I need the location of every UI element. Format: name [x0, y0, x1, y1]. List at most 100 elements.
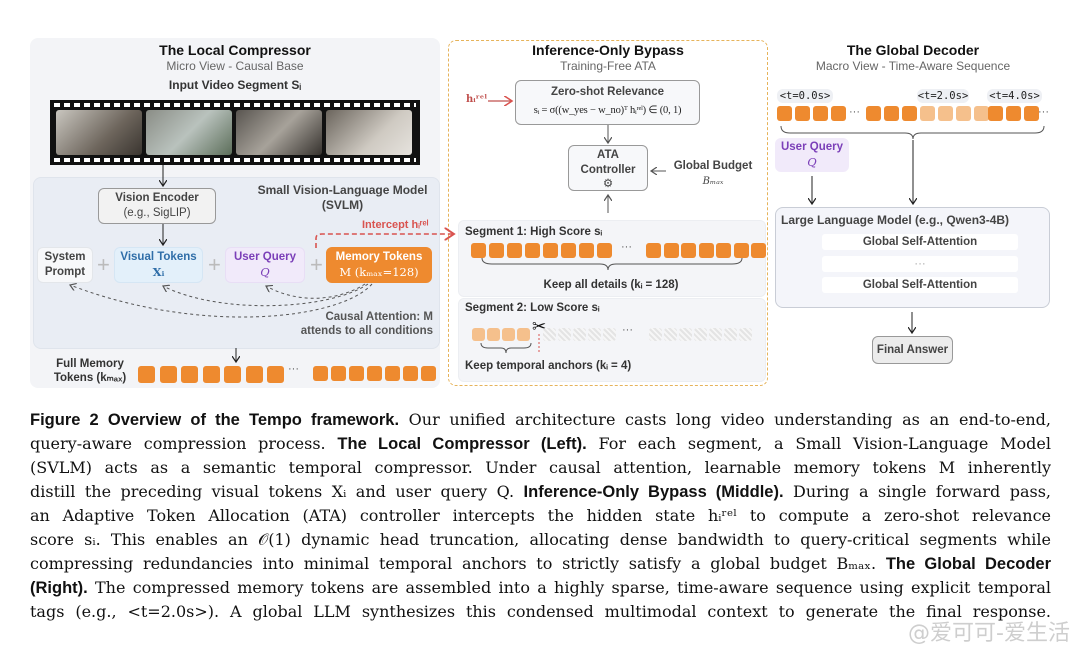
video-frame: [326, 110, 412, 155]
time-tag: <t=4.0s>: [987, 89, 1042, 103]
pruned-token: [664, 328, 677, 341]
memory-token: [313, 366, 328, 381]
seg2-brace: [480, 342, 532, 354]
final-answer-box: Final Answer: [872, 336, 953, 364]
global-decoder-title: The Global Decoder: [846, 42, 980, 58]
time-tag: <t=0.0s>: [777, 89, 833, 103]
caption-line: (Right). The compressed memory tokens ar…: [30, 576, 1051, 600]
svlm-label-line: Small Vision-Language Model: [257, 183, 428, 197]
memory-token: [525, 243, 540, 258]
caption-line: tags (e.g., <t=2.0s>). A global LLM synt…: [30, 600, 1051, 624]
intercept-arrow: [315, 234, 454, 248]
segment-2-title: Segment 2: Low Score sᵢ: [465, 302, 600, 314]
pruned-token: [694, 328, 707, 341]
video-frame: [146, 110, 232, 155]
memory-token: [831, 106, 846, 121]
memory-token: [267, 366, 284, 383]
memory-token: [579, 243, 594, 258]
pruned-token: [679, 328, 692, 341]
caption-text: During a single forward pass,: [783, 482, 1051, 501]
inference-bypass-panel: [448, 40, 768, 386]
causal-attention-line: attends to all conditions: [300, 325, 433, 337]
caption-text: distill the preceding visual tokens Xᵢ a…: [30, 482, 524, 501]
memory-token: [517, 328, 530, 341]
ata-controller-box[interactable]: ATA Controller ⚙: [568, 145, 648, 191]
memory-token: [988, 106, 1003, 121]
visual-tokens-label: Visual Tokens: [120, 251, 197, 263]
pruned-token: [573, 328, 586, 341]
caption-line: query-aware compression process. The Loc…: [30, 432, 1051, 456]
memory-token: [884, 106, 899, 121]
caption-bold-heading: Figure 2 Overview of the Tempo framework…: [30, 411, 400, 429]
memory-token: [421, 366, 436, 381]
memory-token: [597, 243, 612, 258]
system-prompt-label: Prompt: [44, 266, 86, 278]
caption-text: query-aware compression process.: [30, 434, 338, 453]
ata-label: ATA: [597, 149, 619, 161]
memory-token: [663, 243, 679, 258]
causal-arrow-system: [70, 284, 373, 318]
decoder-user-query-box: User Query Q: [775, 138, 849, 172]
full-memory-label: Full Memory Tokens (kₘₐₓ): [46, 357, 134, 385]
arrows-overlay: [0, 0, 1045, 400]
relevance-formula: sᵢ = σ((w_yes − w_no)ᵀ hᵢʳᵉˡ) ∈ (0, 1): [533, 105, 682, 116]
memory-token: [646, 243, 661, 258]
caption-text: Our unified architecture casts long vide…: [399, 410, 1051, 429]
caption-text: The compressed memory tokens are assembl…: [87, 578, 1051, 597]
system-prompt-box: System Prompt: [37, 247, 93, 283]
vision-encoder-box: Vision Encoder (e.g., SigLIP): [98, 188, 216, 224]
memory-token: [866, 106, 881, 121]
memory-token: [224, 366, 241, 383]
memory-token: [159, 366, 177, 383]
pruned-token: [709, 328, 722, 341]
memory-tokens-box: Memory Tokens M (kₘₐₓ=128): [326, 247, 432, 283]
visual-tokens-box: Visual Tokens Xᵢ: [114, 247, 203, 283]
input-video-label: Input Video Segment Sᵢ: [168, 78, 302, 92]
pruned-token: [724, 328, 737, 341]
segment-1-title: Segment 1: High Score sᵢ: [465, 226, 603, 238]
memory-token: [331, 366, 346, 381]
zero-shot-relevance-box: Zero-shot Relevance sᵢ = σ((w_yes − w_no…: [515, 80, 700, 125]
caption-line: an Adaptive Token Allocation (ATA) contr…: [30, 504, 1051, 528]
memory-token: [543, 243, 558, 258]
caption-text: (SVLM) acts as a semantic temporal compr…: [30, 458, 1051, 477]
memory-token: [367, 366, 382, 381]
svlm-label-line: (SVLM): [321, 198, 364, 212]
gear-icon: ⚙: [602, 178, 614, 190]
sequence-brace: [780, 125, 1045, 140]
caption-line: (SVLM) acts as a semantic temporal compr…: [30, 456, 1051, 480]
memory-token: [733, 243, 749, 258]
pruned-token: [603, 328, 616, 341]
memory-token: [813, 106, 828, 121]
caption-line: score sᵢ. This enables an 𝒪(1) dynamic h…: [30, 528, 1051, 552]
caption-bold-heading: Inference-Only Bypass (Middle).: [523, 483, 784, 501]
memory-token: [138, 366, 155, 383]
time-tag: <t=2.0s>: [917, 89, 969, 103]
caption-bold-heading: The Global Decoder: [885, 555, 1051, 573]
llm-layer: Global Self-Attention: [822, 234, 1018, 250]
memory-token: [507, 243, 522, 258]
scissors-icon: ✂: [532, 317, 547, 336]
ellipsis: ···: [1038, 106, 1049, 118]
intercept-label: Intercept hᵢʳᵉˡ: [362, 219, 429, 231]
causal-arrow-query: [266, 283, 366, 299]
global-decoder-subtitle: Macro View - Time-Aware Sequence: [815, 59, 1011, 73]
causal-arrow-visual: [163, 283, 369, 307]
user-query-symbol: Q: [260, 265, 270, 279]
bypass-subtitle: Training-Free ATA: [560, 59, 656, 73]
global-budget-label: Global Budget: [673, 160, 753, 172]
caption-line: Figure 2 Overview of the Tempo framework…: [30, 408, 1051, 432]
vision-encoder-example: (e.g., SigLIP): [123, 207, 191, 219]
caption-text: For each segment, a Small Vision-Languag…: [586, 434, 1052, 453]
memory-tokens-symbol: M (kₘₐₓ=128): [339, 265, 419, 279]
memory-token: [489, 243, 504, 258]
seg1-brace: [481, 257, 743, 271]
video-filmstrip: [50, 100, 420, 165]
caption-bold-heading: The Local Compressor (Left).: [337, 435, 587, 453]
pruned-token: [649, 328, 662, 341]
plus-sign: +: [310, 252, 323, 277]
memory-tokens-label: Memory Tokens: [335, 251, 423, 263]
memory-token: [487, 328, 500, 341]
memory-token: [202, 366, 220, 383]
user-query-label: User Query: [780, 141, 843, 153]
